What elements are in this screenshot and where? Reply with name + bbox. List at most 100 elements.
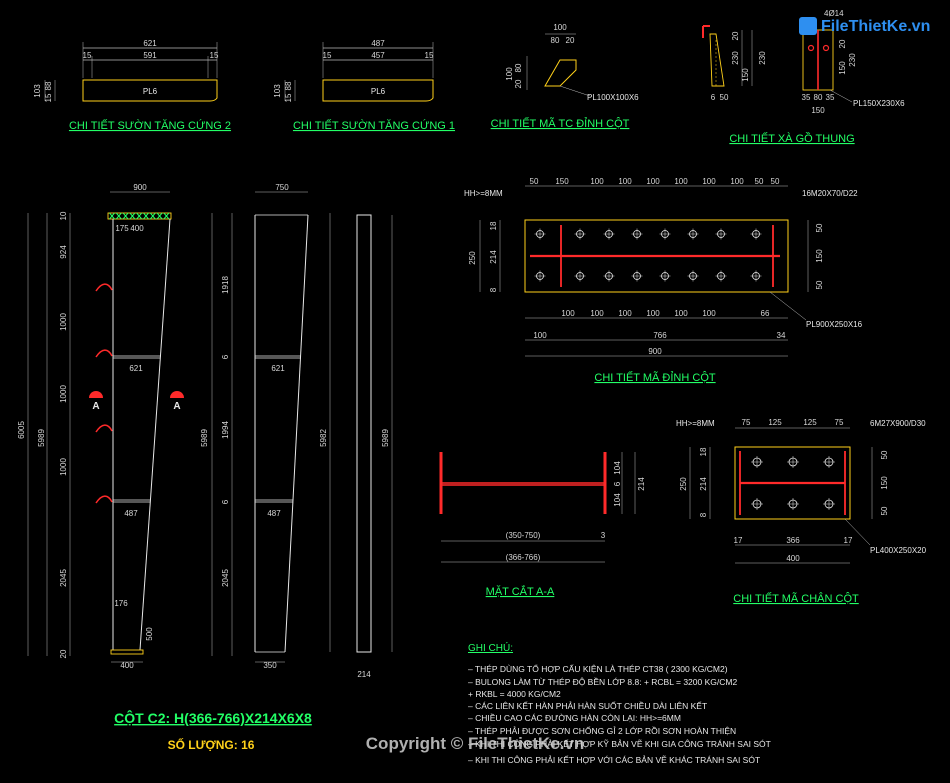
col2-bot350: 350 — [263, 661, 277, 670]
top-dim-9: 50 — [771, 177, 780, 186]
base-d17a: 17 — [734, 536, 743, 545]
xa-bt35b: 35 — [826, 93, 835, 102]
rib1-h2: 88 — [284, 81, 293, 90]
col-seg-6: 20 — [59, 649, 68, 658]
rib1-h1: 103 — [273, 84, 282, 98]
base-left-0: 18 — [699, 447, 708, 456]
top-bolt-hole-crosshair — [603, 270, 615, 282]
base-bolt-hole-crosshair — [823, 498, 835, 510]
top-dim-3: 100 — [618, 177, 632, 186]
col-top-bolt-mark — [136, 212, 143, 220]
base-d17b: 17 — [844, 536, 853, 545]
note-line-0: – THÉP DÙNG TỔ HỢP CẤU KIỆN LÀ THÉP CT38… — [468, 663, 728, 674]
rib2-dim-left: 15 — [83, 51, 92, 60]
xa-b6: 6 — [711, 93, 716, 102]
top-plate-label: PL900X250X16 — [806, 320, 863, 329]
tc-top-detail: 100 80 20 100 20 80 PL100X100X6 CHI TIẾT… — [491, 23, 640, 130]
sec-d214: 214 — [637, 477, 646, 491]
col2-seg-4: 2045 — [221, 569, 230, 587]
sec-range1: (350-750) — [506, 531, 541, 540]
top-left-0: 18 — [489, 221, 498, 230]
col-top900: 900 — [133, 183, 147, 192]
col2-inner: 5982 — [319, 429, 328, 447]
xa-bolt-label: 4Ø14 — [824, 9, 844, 18]
col-seg-4: 1000 — [59, 458, 68, 476]
xa-d20: 20 — [731, 31, 740, 40]
col3-total: 5989 — [381, 429, 390, 447]
top-bot-4: 100 — [674, 309, 688, 318]
tc-l1: 100 — [505, 67, 514, 81]
base-right-1: 150 — [880, 476, 889, 490]
column-elevation: 6005 5989 10 924 1000 1000 1000 2045 20 … — [17, 183, 184, 670]
top-bot-5: 100 — [702, 309, 716, 318]
top-d766: 766 — [653, 331, 667, 340]
base-bolt-grid — [751, 456, 835, 510]
base-plate-title: CHI TIẾT MÃ CHÂN CỘT — [733, 592, 859, 605]
top-bot-1: 100 — [590, 309, 604, 318]
top-bolt-hole-crosshair — [574, 270, 586, 282]
top-bot-3: 100 — [646, 309, 660, 318]
section-marker-right-label: A — [173, 401, 180, 412]
top-bolt-hole-crosshair — [687, 270, 699, 282]
top-dim-7: 100 — [730, 177, 744, 186]
sec-d6: 6 — [613, 481, 622, 486]
tc-t2: 20 — [566, 36, 575, 45]
top-d900: 900 — [648, 347, 662, 356]
base-bolt-hole-crosshair — [751, 498, 763, 510]
xa-r150: 150 — [838, 61, 847, 75]
col-seg-3: 1000 — [59, 385, 68, 403]
top-dim-1: 150 — [555, 177, 569, 186]
col-mid-total: 5989 — [37, 429, 46, 447]
top-bot-6: 66 — [761, 309, 770, 318]
col-d487: 487 — [124, 509, 138, 518]
logo-icon — [799, 17, 817, 35]
top-dim-4: 100 — [646, 177, 660, 186]
base-top-2: 125 — [803, 418, 817, 427]
col-top-bolt-mark — [129, 212, 136, 220]
top-plate-detail: HH>=8MM 16M20X70/D22 50 150 100 100 100 … — [464, 177, 863, 384]
sec-d104a: 104 — [613, 461, 622, 475]
col-d400: 400 — [130, 224, 144, 233]
top-d34: 34 — [777, 331, 786, 340]
col-seg-1: 924 — [59, 245, 68, 259]
top-bolt-hole-crosshair — [715, 270, 727, 282]
note-line-4: – CHIỀU CAO CÁC ĐƯỜNG HÀN CÒN LẠI: HH>=6… — [468, 713, 681, 723]
base-bolt-label: 6M27X900/D30 — [870, 419, 926, 428]
sec-d3: 3 — [601, 531, 606, 540]
base-top-3: 75 — [835, 418, 844, 427]
tc-top: 100 — [553, 23, 567, 32]
note-line-6: – KHI THI CÔNG PHẢI KẾT HỢP KỸ BẢN VẼ KH… — [468, 738, 771, 749]
column-side-view: 5989 1918 6 1994 6 2045 750 621 487 5982… — [200, 183, 331, 670]
rib1-plate-label: PL6 — [371, 87, 386, 96]
top-bolt-hole-crosshair — [631, 270, 643, 282]
top-dim-5: 100 — [674, 177, 688, 186]
sec-range2: (366-766) — [506, 553, 541, 562]
note-line-3: – CÁC LIÊN KẾT HÀN PHẢI HÀN SUỐT CHIỀU D… — [468, 700, 707, 711]
note-line-7: – KHI THI CÔNG PHẢI KẾT HỢP VỚI CÁC BẢN … — [468, 754, 760, 765]
rib2-h2: 88 — [44, 81, 53, 90]
top-bolt-hole-crosshair — [659, 228, 671, 240]
top-dim-6: 100 — [702, 177, 716, 186]
col-top-bolt-mark — [163, 212, 170, 220]
xa-title: CHI TIẾT XÀ GỒ THUNG — [729, 132, 854, 145]
top-bolt-hole-crosshair — [631, 228, 643, 240]
base-bolt-hole-crosshair — [787, 456, 799, 468]
top-bolt-hole-crosshair — [750, 228, 762, 240]
tc-l2: 20 — [514, 79, 523, 88]
base-d366: 366 — [786, 536, 800, 545]
site-logo[interactable]: FileThietKe.vn — [797, 12, 930, 42]
col-top-bolts — [109, 212, 170, 220]
xa-d230: 230 — [731, 51, 740, 65]
note-line-2: + RKBL = 4000 KG/CM2 — [468, 689, 561, 699]
col-seg-5: 2045 — [59, 569, 68, 587]
top-right-2: 50 — [815, 280, 824, 289]
base-bolt-hole-crosshair — [787, 498, 799, 510]
xa-d150: 150 — [741, 68, 750, 82]
top-bolt-label: 16M20X70/D22 — [802, 189, 858, 198]
col3-bot: 214 — [357, 670, 371, 679]
col-d621: 621 — [129, 364, 143, 373]
xa-d230b: 230 — [758, 51, 767, 65]
note-line-5: – THÉP PHẢI ĐƯỢC SƠN CHỐNG GỈ 2 LỚP RỒI … — [468, 725, 736, 736]
top-bolt-hole-crosshair — [534, 228, 546, 240]
